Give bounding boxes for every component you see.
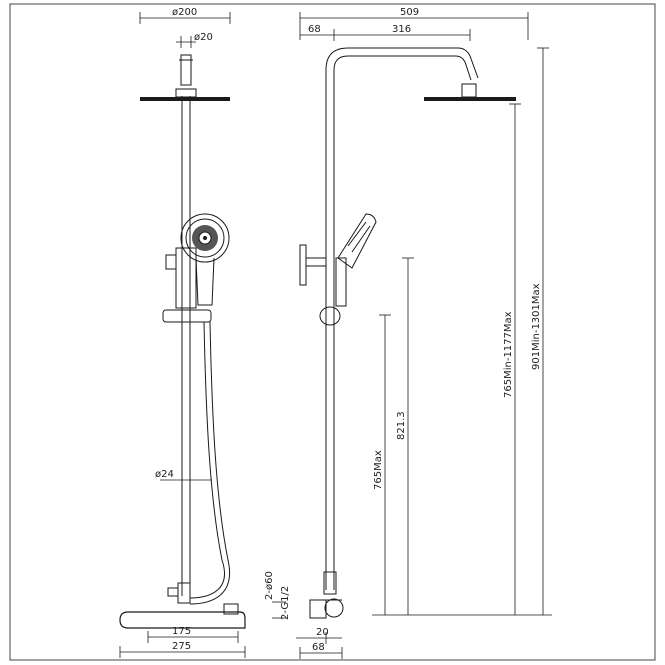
dim-arm-length: 316 [392, 24, 411, 35]
dim-riser-diameter: ø24 [155, 469, 174, 480]
dim-range-765-1177: 765Min-1177Max [503, 311, 514, 398]
slide-bracket-side [319, 306, 341, 326]
dim-head-diameter: ø200 [172, 7, 197, 18]
front-dimension-lines [119, 12, 246, 658]
dim-inlet-depth: 68 [312, 642, 325, 653]
side-dimension-lines [272, 12, 552, 659]
hand-shower-holder-side [299, 244, 307, 286]
dim-inlet-thread: 2-G1/2 [280, 586, 291, 620]
dim-range-901-1301: 901Min-1301Max [531, 283, 542, 370]
thermostatic-mixer-bar-front [119, 611, 246, 629]
overhead-shower-head-front [140, 97, 230, 101]
dim-inlet-count-diameter: 2-ø60 [264, 571, 275, 600]
dim-max-height: 765Max [373, 450, 384, 490]
hand-shower-side [335, 213, 377, 307]
arm-pipe-front [180, 54, 192, 86]
hose-front [189, 321, 225, 599]
dim-height-8213: 821.3 [396, 411, 407, 440]
dim-bar-width: 275 [172, 641, 191, 652]
front-view [119, 54, 246, 629]
hand-shower-front [180, 213, 230, 306]
side-view [299, 47, 516, 619]
drawing-border [9, 3, 656, 661]
inlet-valve-side [309, 599, 327, 619]
dim-arm-offset: 68 [308, 24, 321, 35]
slide-bracket-front [162, 309, 212, 323]
overhead-shower-head-side [424, 97, 516, 101]
riser-and-arm-side [325, 47, 479, 590]
dim-arm-pipe-diameter: ø20 [194, 32, 213, 43]
dim-top-width: 509 [400, 7, 419, 18]
dim-inlet-offset: 20 [316, 627, 329, 638]
hand-shower-holder-front [175, 247, 197, 309]
dim-bar-spacing: 175 [172, 626, 191, 637]
